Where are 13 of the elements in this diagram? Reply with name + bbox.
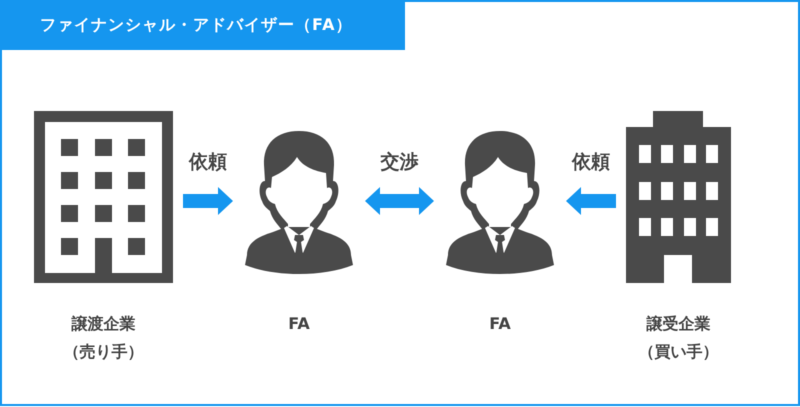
arrow: [566, 187, 616, 215]
arrow: [183, 187, 233, 215]
edge-label: 交渉: [378, 150, 420, 174]
node-label: （買い手）: [638, 341, 718, 363]
title-banner: ファイナンシャル・アドバイザー（FA）: [0, 0, 405, 50]
node-label: （売り手）: [64, 341, 144, 363]
node-label: 譲受企業: [646, 313, 710, 335]
node-label: FA: [288, 313, 310, 335]
node-label: FA: [489, 313, 511, 335]
edge-label: 依頼: [570, 150, 612, 174]
edge-label: 依頼: [187, 150, 229, 174]
arrow: [365, 187, 434, 215]
node-label: 譲渡企業: [72, 313, 136, 335]
